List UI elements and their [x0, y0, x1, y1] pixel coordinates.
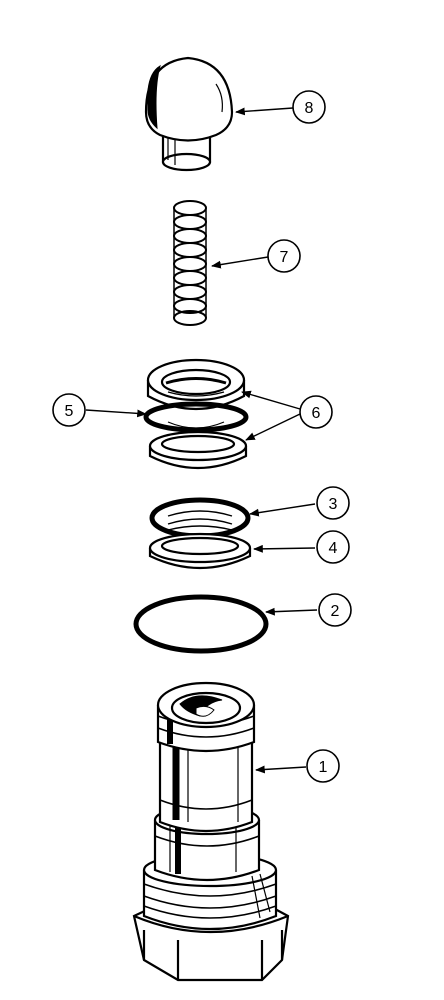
leader-8	[235, 107, 294, 116]
part-4-washer	[148, 532, 252, 570]
part-6-upper-ring	[146, 358, 246, 410]
part-3-ring	[149, 497, 251, 539]
leader-3	[249, 503, 316, 517]
leader-6a	[241, 390, 301, 410]
callout-8: 8	[292, 90, 326, 124]
callout-4: 4	[316, 530, 350, 564]
leader-6b	[245, 413, 301, 441]
callout-2: 2	[318, 593, 352, 627]
part-6-lower-ring	[148, 430, 248, 470]
callout-3-label: 3	[329, 496, 338, 513]
callout-5-label: 5	[65, 403, 74, 420]
callout-6-label: 6	[312, 405, 321, 422]
part-1-body	[132, 681, 290, 982]
callout-5: 5	[52, 393, 86, 427]
leader-lines	[85, 107, 318, 774]
callout-7: 7	[267, 239, 301, 273]
callout-1-label: 1	[319, 759, 328, 776]
leader-5	[85, 409, 147, 418]
part-7-spring	[173, 200, 207, 326]
callout-8-label: 8	[305, 100, 314, 117]
leader-2	[265, 607, 318, 616]
leader-1	[255, 765, 307, 774]
callout-3: 3	[316, 486, 350, 520]
callout-2-label: 2	[331, 603, 340, 620]
part-8-knob	[144, 56, 234, 172]
callout-7-label: 7	[280, 249, 289, 266]
callout-4-label: 4	[329, 540, 338, 557]
callout-6: 6	[299, 395, 333, 429]
leader-4	[253, 544, 316, 553]
callout-1: 1	[306, 749, 340, 783]
part-2-o-ring	[133, 594, 269, 654]
leader-7	[211, 256, 269, 269]
